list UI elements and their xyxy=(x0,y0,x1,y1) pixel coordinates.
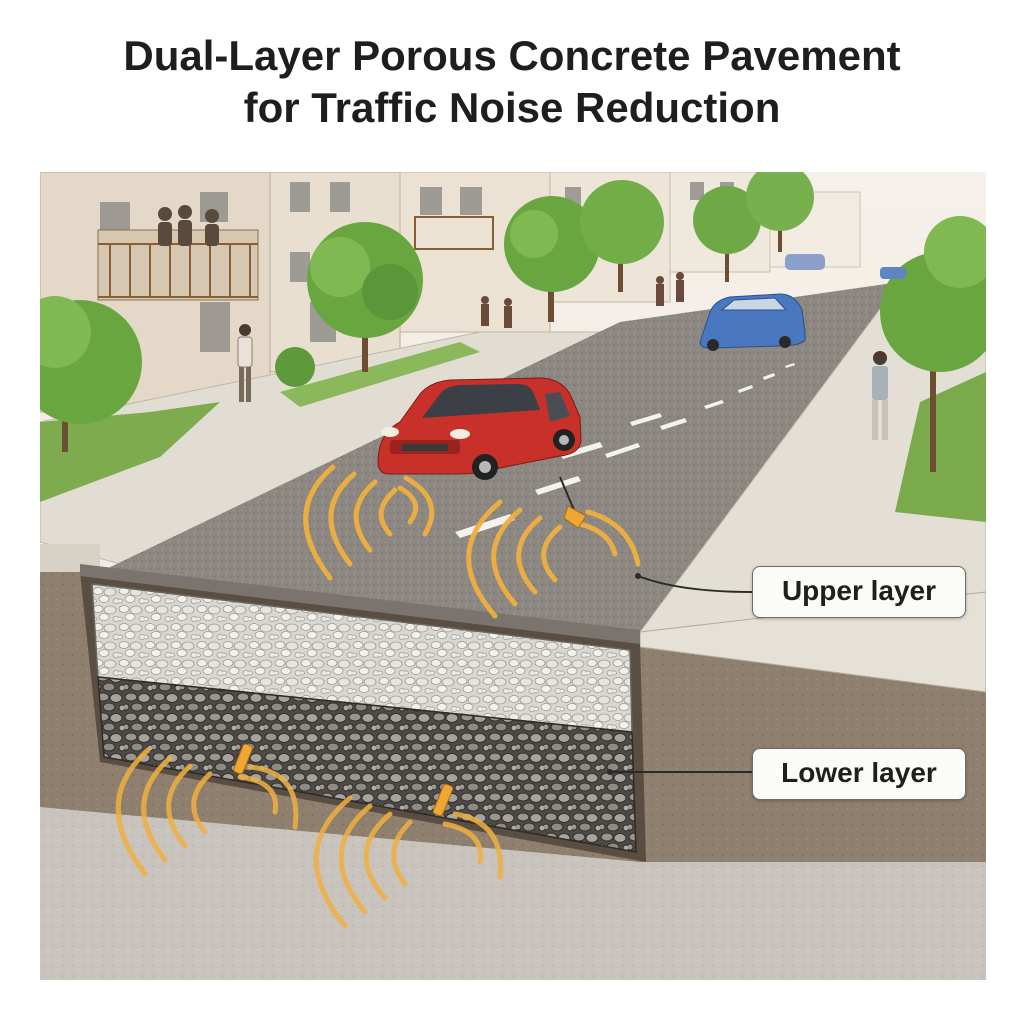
title-line-1: Dual-Layer Porous Concrete Pavement xyxy=(123,32,901,79)
sound-wave-icon xyxy=(115,464,641,929)
title-line-2: for Traffic Noise Reduction xyxy=(243,84,781,131)
microphone-icon xyxy=(233,476,587,817)
lower-layer-label: Lower layer xyxy=(752,748,966,800)
pedestrians xyxy=(237,272,888,440)
upper-layer-label: Upper layer xyxy=(752,566,966,618)
pavement-cross-section xyxy=(80,564,646,862)
red-car xyxy=(377,377,582,480)
lower-porous-layer xyxy=(97,676,637,853)
upper-layer-leader-line xyxy=(637,575,753,593)
blue-car xyxy=(699,293,806,351)
lane-markings xyxy=(455,363,795,538)
distant-cars xyxy=(785,254,906,279)
street-trees xyxy=(40,172,986,472)
diagram-title: Dual-Layer Porous Concrete Pavement for … xyxy=(0,30,1024,134)
street-scene-illustration xyxy=(40,172,986,980)
